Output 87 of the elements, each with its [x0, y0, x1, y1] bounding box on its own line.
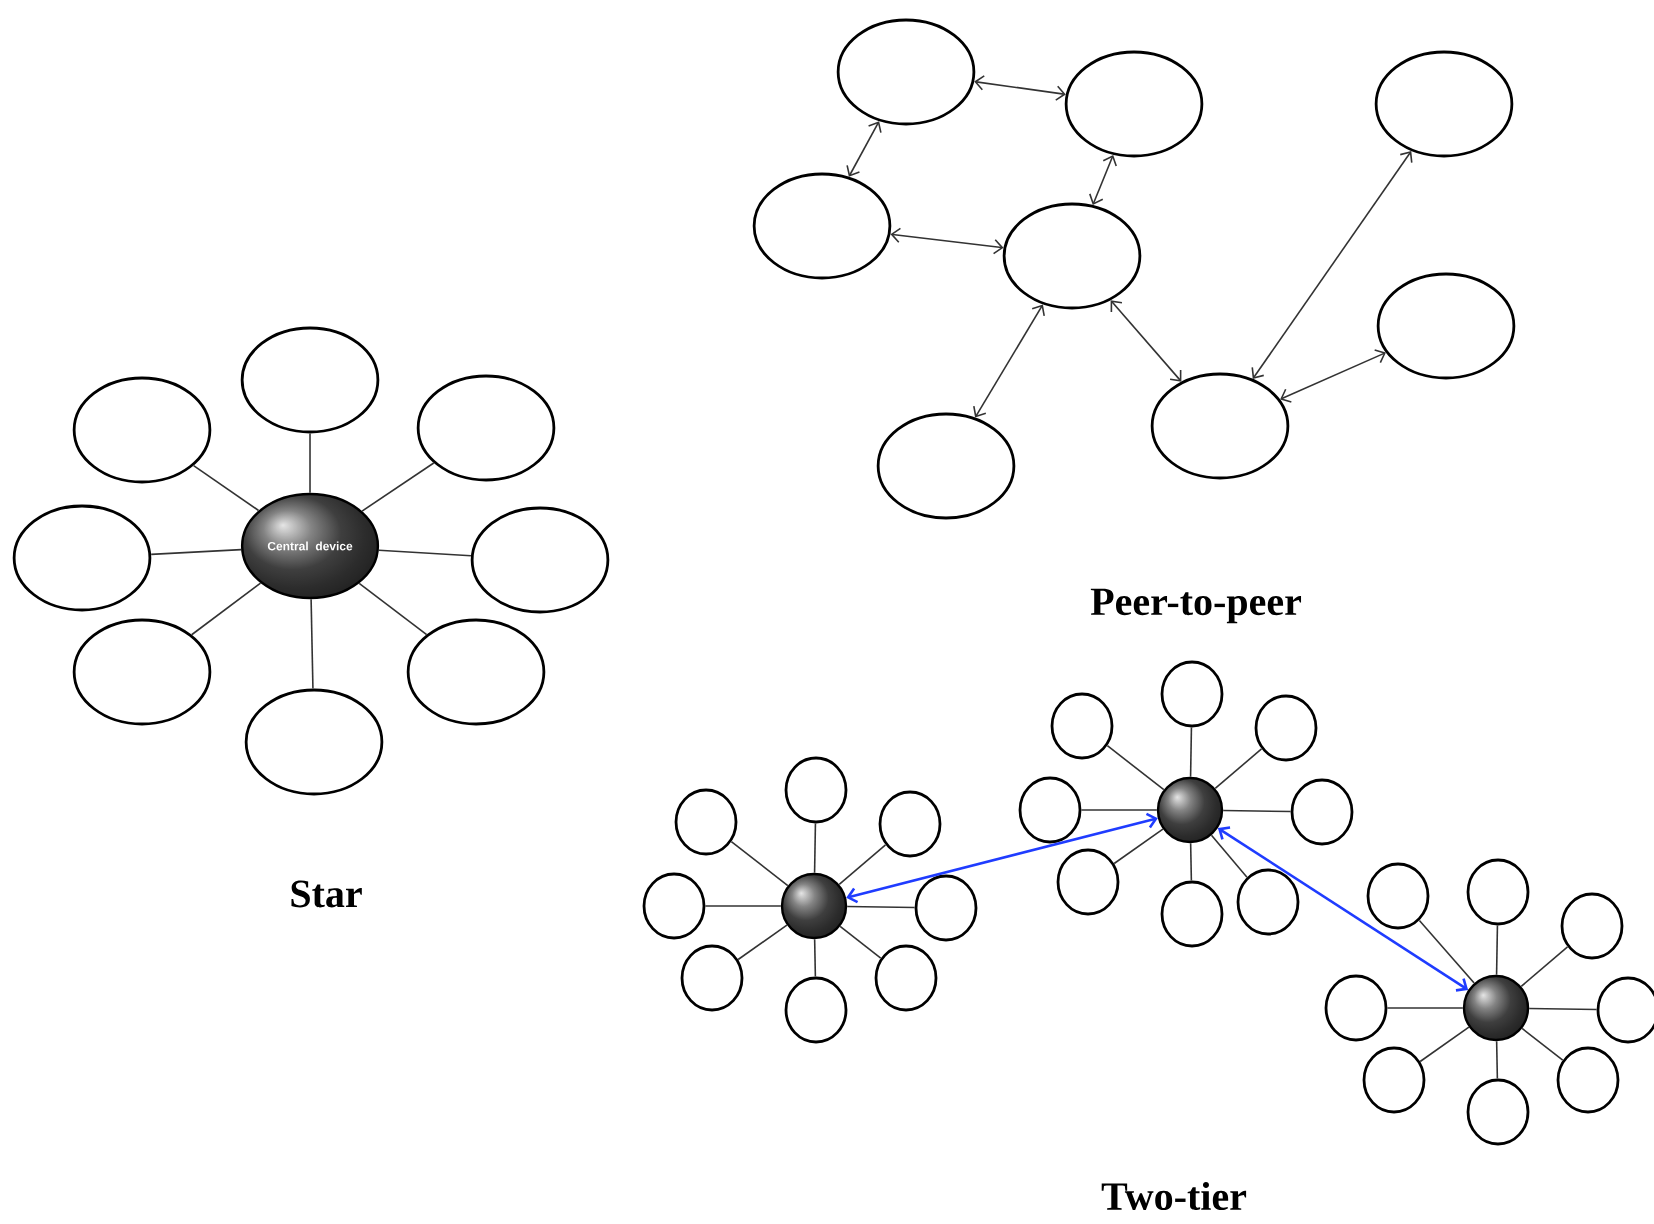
device-circle [1376, 272, 1516, 380]
device-circle [680, 944, 744, 1012]
connector-line [839, 925, 882, 959]
connector-line [309, 432, 311, 494]
device-circle [1056, 848, 1120, 916]
hub-circle [1156, 776, 1224, 844]
connector-line [1418, 919, 1475, 984]
hub-circle [1462, 974, 1530, 1042]
device-circle [416, 374, 556, 482]
connector-line [150, 548, 242, 556]
device-circle [784, 976, 848, 1044]
section-title: Two-tier [1101, 1181, 1247, 1211]
device-circle [1236, 868, 1300, 936]
device-circle [752, 172, 892, 280]
arrow [1089, 154, 1118, 206]
connector-line [704, 905, 782, 907]
device-circle [1290, 778, 1354, 846]
connector-line [358, 582, 428, 636]
connector-line [361, 462, 435, 512]
device-circle [642, 872, 706, 940]
device-circle [1002, 202, 1142, 310]
connector-line [846, 905, 916, 909]
connector-line [1080, 809, 1158, 811]
device-circle [914, 874, 978, 942]
device-circle [1366, 862, 1430, 930]
connector-line [310, 598, 314, 690]
section-title: Star [291, 880, 362, 908]
connector-line [1189, 842, 1193, 882]
device-circle [674, 788, 738, 856]
arrow [1251, 151, 1413, 379]
connector-line [730, 840, 789, 887]
connector-line [1222, 809, 1292, 813]
device-circle [1560, 892, 1624, 960]
device-circle [1050, 692, 1114, 760]
device-circle [12, 504, 152, 612]
device-circle [784, 756, 848, 824]
device-circle [72, 618, 212, 726]
arrow [890, 227, 1004, 255]
device-circle [72, 376, 212, 484]
arrow [1217, 826, 1469, 992]
device-circle [1556, 1046, 1620, 1114]
device-circle [1466, 858, 1530, 926]
connector-line [838, 844, 887, 886]
connector-line [1106, 744, 1165, 791]
device-circle [1324, 974, 1388, 1042]
device-circle [406, 618, 546, 726]
connector-line [1189, 726, 1193, 778]
connector-line [378, 549, 472, 557]
connector-line [1419, 1026, 1470, 1063]
device-circle [1160, 880, 1224, 948]
device-circle [1150, 372, 1290, 480]
arrow [846, 812, 1158, 904]
connector-line [813, 822, 817, 874]
arrow [1280, 349, 1386, 403]
connector-line [192, 464, 260, 512]
device-circle [836, 18, 976, 126]
device-circle [1160, 660, 1224, 728]
connector-line [813, 938, 817, 978]
connector-line [737, 924, 788, 961]
connector-line [1495, 924, 1499, 976]
device-circle [244, 688, 384, 796]
connector-line [1210, 834, 1248, 878]
device-circle [1018, 776, 1082, 844]
arrow [1110, 300, 1182, 382]
device-circle [1362, 1046, 1426, 1114]
device-circle [1466, 1078, 1530, 1146]
connector-line [1386, 1007, 1464, 1009]
arrow [846, 121, 882, 177]
arrow [974, 75, 1066, 101]
connector-line [1495, 1040, 1499, 1080]
device-circle [1064, 50, 1204, 158]
device-circle [470, 506, 610, 614]
connector-line [1113, 828, 1164, 865]
device-circle [1374, 50, 1514, 158]
device-circle [1254, 694, 1318, 762]
connector-line [1214, 748, 1263, 790]
device-circle [240, 326, 380, 434]
device-circle [874, 944, 938, 1012]
connector-line [190, 582, 262, 636]
section-title: Peer-to-peer [1090, 588, 1302, 624]
device-circle [876, 412, 1016, 520]
arrow [973, 304, 1045, 418]
connector-line [1521, 1027, 1564, 1061]
device-circle [878, 790, 942, 858]
hub-circle [780, 872, 848, 940]
connector-line [1520, 946, 1569, 988]
connector-line [1528, 1007, 1598, 1011]
